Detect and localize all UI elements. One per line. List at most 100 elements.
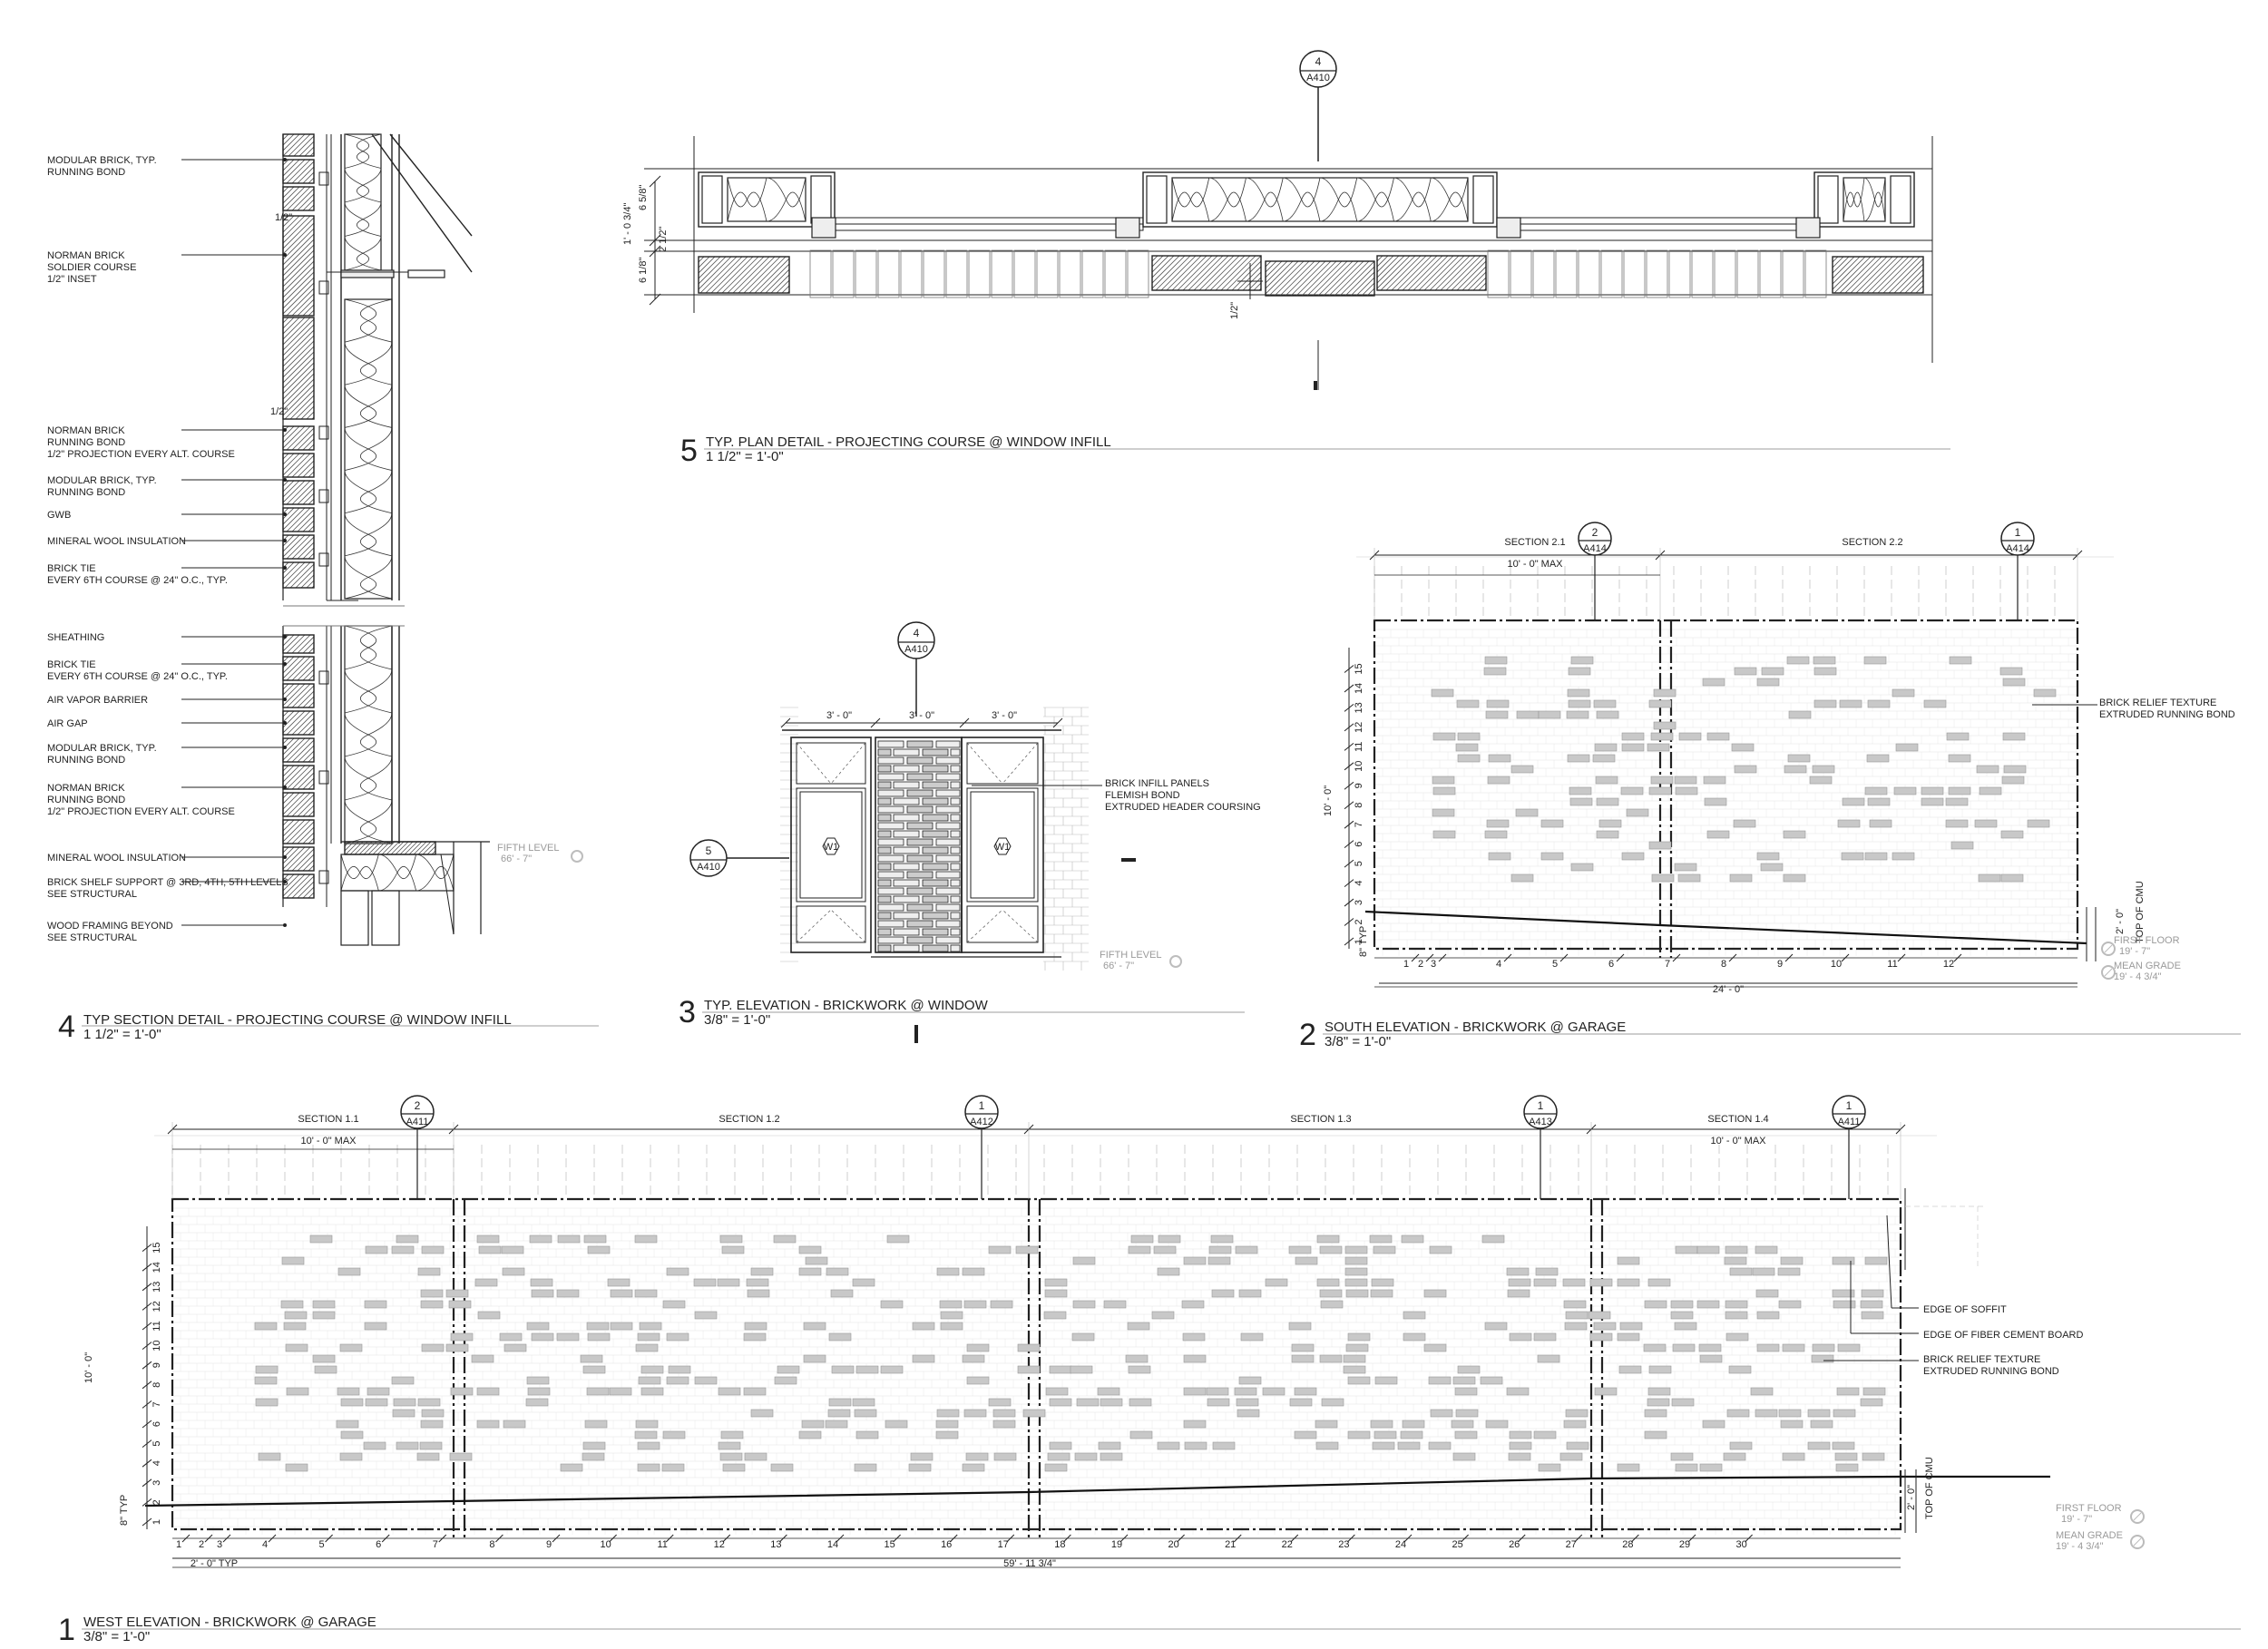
line bbox=[1921, 290, 1923, 293]
rect bbox=[893, 830, 920, 838]
line bbox=[283, 874, 289, 881]
rect bbox=[1812, 765, 1835, 774]
line bbox=[283, 635, 295, 647]
rect bbox=[1595, 776, 1618, 785]
line bbox=[1841, 953, 1850, 962]
line bbox=[1396, 256, 1432, 290]
line bbox=[291, 794, 314, 816]
line bbox=[1672, 953, 1681, 962]
line bbox=[283, 874, 295, 886]
line bbox=[283, 271, 314, 304]
line bbox=[1344, 684, 1354, 693]
rect bbox=[1432, 786, 1456, 795]
line bbox=[283, 318, 314, 351]
line bbox=[1839, 257, 1877, 293]
line bbox=[308, 864, 314, 871]
line bbox=[1323, 261, 1359, 296]
line bbox=[1833, 257, 1861, 285]
tag-number: 1 bbox=[2015, 526, 2021, 539]
line bbox=[302, 171, 314, 183]
rect bbox=[922, 895, 949, 903]
rect bbox=[1569, 797, 1593, 806]
rect bbox=[1677, 873, 1701, 883]
line bbox=[283, 711, 306, 734]
line bbox=[1350, 271, 1374, 296]
line bbox=[283, 562, 284, 563]
hatch-lines bbox=[283, 738, 314, 762]
line bbox=[1237, 266, 1261, 290]
line bbox=[1220, 256, 1256, 290]
line bbox=[1295, 261, 1332, 296]
line bbox=[283, 317, 306, 340]
line bbox=[1899, 268, 1923, 293]
line bbox=[259, 766, 283, 789]
rect bbox=[1832, 256, 1924, 294]
max-label: 10' - 0" MAX bbox=[1507, 559, 1563, 570]
rect bbox=[950, 895, 961, 903]
course-number: 12 bbox=[1354, 722, 1364, 733]
level-marker-icon bbox=[2101, 942, 2116, 956]
line bbox=[284, 562, 311, 588]
tag-sheet: A414 bbox=[1583, 543, 1607, 554]
line bbox=[297, 298, 314, 316]
line bbox=[295, 400, 314, 419]
line bbox=[1339, 261, 1374, 296]
line bbox=[1344, 762, 1354, 771]
line bbox=[308, 444, 314, 450]
line bbox=[1301, 261, 1337, 296]
detail-3-number: 3 bbox=[679, 995, 696, 1029]
rect bbox=[371, 890, 400, 946]
hatch-lines bbox=[283, 187, 314, 210]
line bbox=[283, 233, 314, 266]
rect bbox=[1674, 776, 1697, 785]
line bbox=[1402, 256, 1438, 290]
line bbox=[308, 177, 314, 183]
line bbox=[283, 216, 300, 233]
rect bbox=[1817, 175, 1839, 224]
line bbox=[302, 696, 314, 707]
hatch bbox=[1832, 256, 1924, 294]
line bbox=[1344, 665, 1354, 673]
line bbox=[302, 465, 314, 477]
hatch-lines bbox=[283, 657, 314, 680]
hatch bbox=[698, 256, 790, 294]
line bbox=[1385, 256, 1422, 290]
line bbox=[389, 133, 473, 237]
line bbox=[283, 738, 306, 761]
rect bbox=[950, 748, 961, 756]
rect bbox=[1485, 710, 1509, 719]
rect bbox=[906, 936, 934, 944]
rect bbox=[922, 863, 949, 871]
rect bbox=[1734, 765, 1757, 774]
hatch-lines bbox=[283, 481, 314, 504]
course-number: 2 bbox=[1354, 919, 1364, 924]
course-number: 13 bbox=[1354, 702, 1364, 713]
line bbox=[283, 277, 314, 309]
rect bbox=[906, 903, 934, 912]
rect bbox=[1921, 786, 1944, 795]
rect bbox=[1702, 678, 1725, 687]
rect bbox=[282, 561, 315, 589]
line bbox=[283, 335, 314, 367]
line bbox=[283, 329, 314, 362]
rect bbox=[1734, 667, 1757, 676]
line bbox=[371, 133, 473, 273]
line bbox=[1344, 801, 1354, 810]
tag-sheet: A410 bbox=[1306, 73, 1330, 83]
line bbox=[308, 701, 314, 707]
line bbox=[431, 850, 435, 854]
hatch bbox=[1265, 260, 1375, 297]
line bbox=[297, 799, 314, 816]
fifth-level-label: FIFTH LEVEL bbox=[497, 843, 559, 854]
line bbox=[699, 257, 732, 290]
line bbox=[283, 738, 295, 750]
line bbox=[308, 728, 314, 735]
infill-note-1: BRICK INFILL PANELS bbox=[1105, 778, 1209, 789]
rect bbox=[2033, 688, 2057, 698]
hatch bbox=[282, 634, 315, 654]
hatch bbox=[282, 819, 315, 844]
line bbox=[283, 134, 289, 141]
rect bbox=[1487, 776, 1510, 785]
line bbox=[283, 820, 295, 832]
